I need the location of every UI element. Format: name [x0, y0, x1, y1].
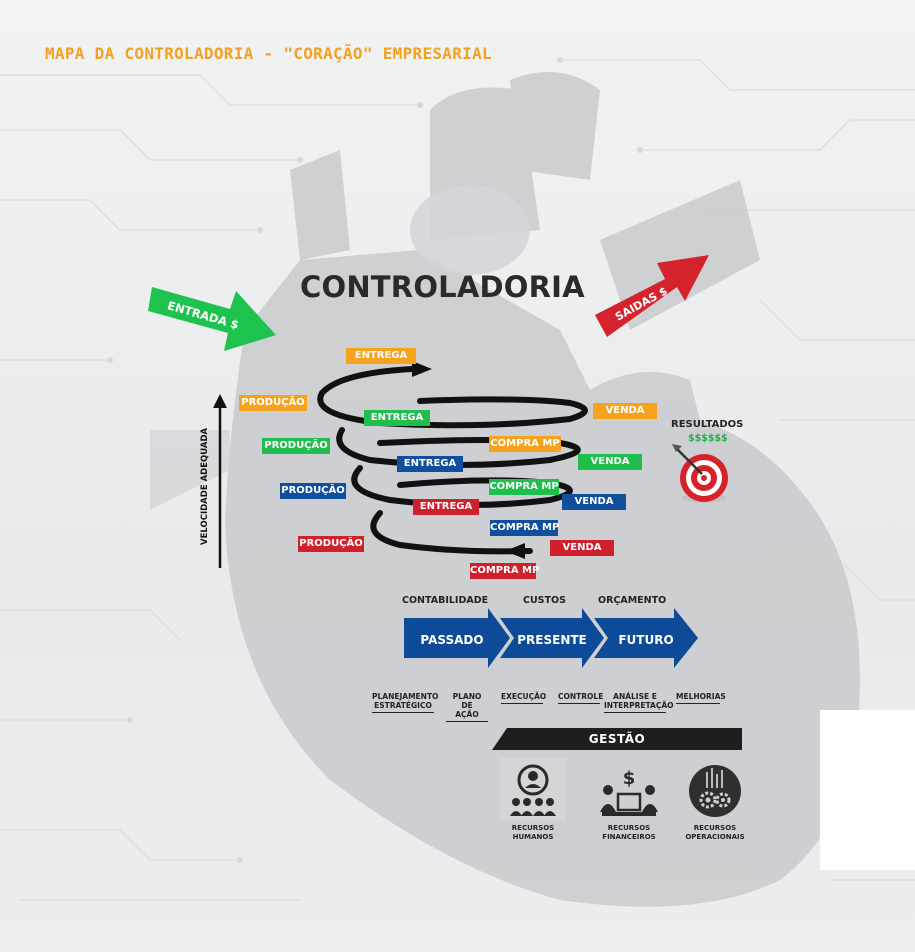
resource-humanos: RECURSOS HUMANOS	[511, 824, 555, 841]
tag-venda-4: VENDA	[550, 540, 614, 556]
tag-entrega-2: ENTREGA	[397, 456, 463, 472]
tag-entrega-3: ENTREGA	[413, 499, 479, 515]
step-plano-acao: PLANO DE AÇÃO	[446, 692, 488, 722]
page-title: MAPA DA CONTROLADORIA - "CORAÇÃO" EMPRES…	[45, 44, 492, 63]
step-controle: CONTROLE	[558, 692, 603, 704]
tag-venda-2: VENDA	[578, 454, 642, 470]
money-icon: $	[600, 768, 658, 816]
tag-compra-2: COMPRA MP	[489, 479, 559, 495]
timeline-chevrons	[404, 608, 698, 668]
stage-futuro: FUTURO	[618, 633, 674, 647]
tag-entrega-top: ENTREGA	[346, 348, 416, 364]
results-value: $$$$$$	[688, 433, 728, 444]
header-contabilidade: CONTABILIDADE	[402, 595, 489, 606]
results-title: RESULTADOS	[671, 419, 744, 430]
resource-operacionais: RECURSOS OPERACIONAIS	[685, 824, 745, 841]
saidas-arrow: SAIDAS $	[595, 255, 709, 337]
header-custos: CUSTOS	[523, 595, 566, 606]
tag-producao-3: PRODUÇÃO	[280, 483, 346, 499]
step-melhorias: MELHORIAS	[676, 692, 726, 704]
tag-entrega-1: ENTREGA	[364, 410, 430, 426]
svg-text:$: $	[623, 768, 636, 789]
tag-producao-1: PRODUÇÃO	[239, 395, 307, 411]
tag-compra-3: COMPRA MP	[490, 520, 559, 536]
velocity-label-svg: VELOCIDADE ADEQUADA	[200, 427, 210, 545]
gestao-label: GESTÃO	[588, 732, 646, 746]
tag-compra-1: COMPRA MP	[489, 436, 561, 452]
stage-presente: PRESENTE	[517, 633, 587, 647]
people-icon	[500, 758, 566, 820]
tag-venda-3: VENDA	[562, 494, 626, 510]
header-orcamento: ORÇAMENTO	[598, 595, 667, 606]
velocity-label: VELOCIDADE ADEQUADA	[200, 427, 210, 545]
gears-icon	[689, 765, 741, 817]
white-overlay-block	[820, 710, 915, 870]
resource-financeiros: RECURSOS FINANCEIROS	[602, 824, 656, 841]
tag-venda-1: VENDA	[593, 403, 657, 419]
tag-compra-4: COMPRA MP	[470, 563, 539, 579]
tag-producao-2: PRODUÇÃO	[262, 438, 330, 454]
target-icon	[672, 444, 728, 503]
stage-passado: PASSADO	[420, 633, 484, 647]
step-execucao: EXECUÇÃO	[501, 692, 546, 704]
main-title: CONTROLADORIA	[300, 270, 585, 304]
gestao-bar	[492, 728, 742, 750]
step-planejamento: PLANEJAMENTO ESTRATÉGICO	[372, 692, 438, 713]
tag-producao-4: PRODUÇÃO	[298, 536, 364, 552]
step-analise: ANÁLISE E INTERPRETAÇÃO	[604, 692, 674, 713]
velocity-arrow	[213, 394, 227, 568]
entrada-arrow: ENTRADA $	[148, 287, 276, 351]
